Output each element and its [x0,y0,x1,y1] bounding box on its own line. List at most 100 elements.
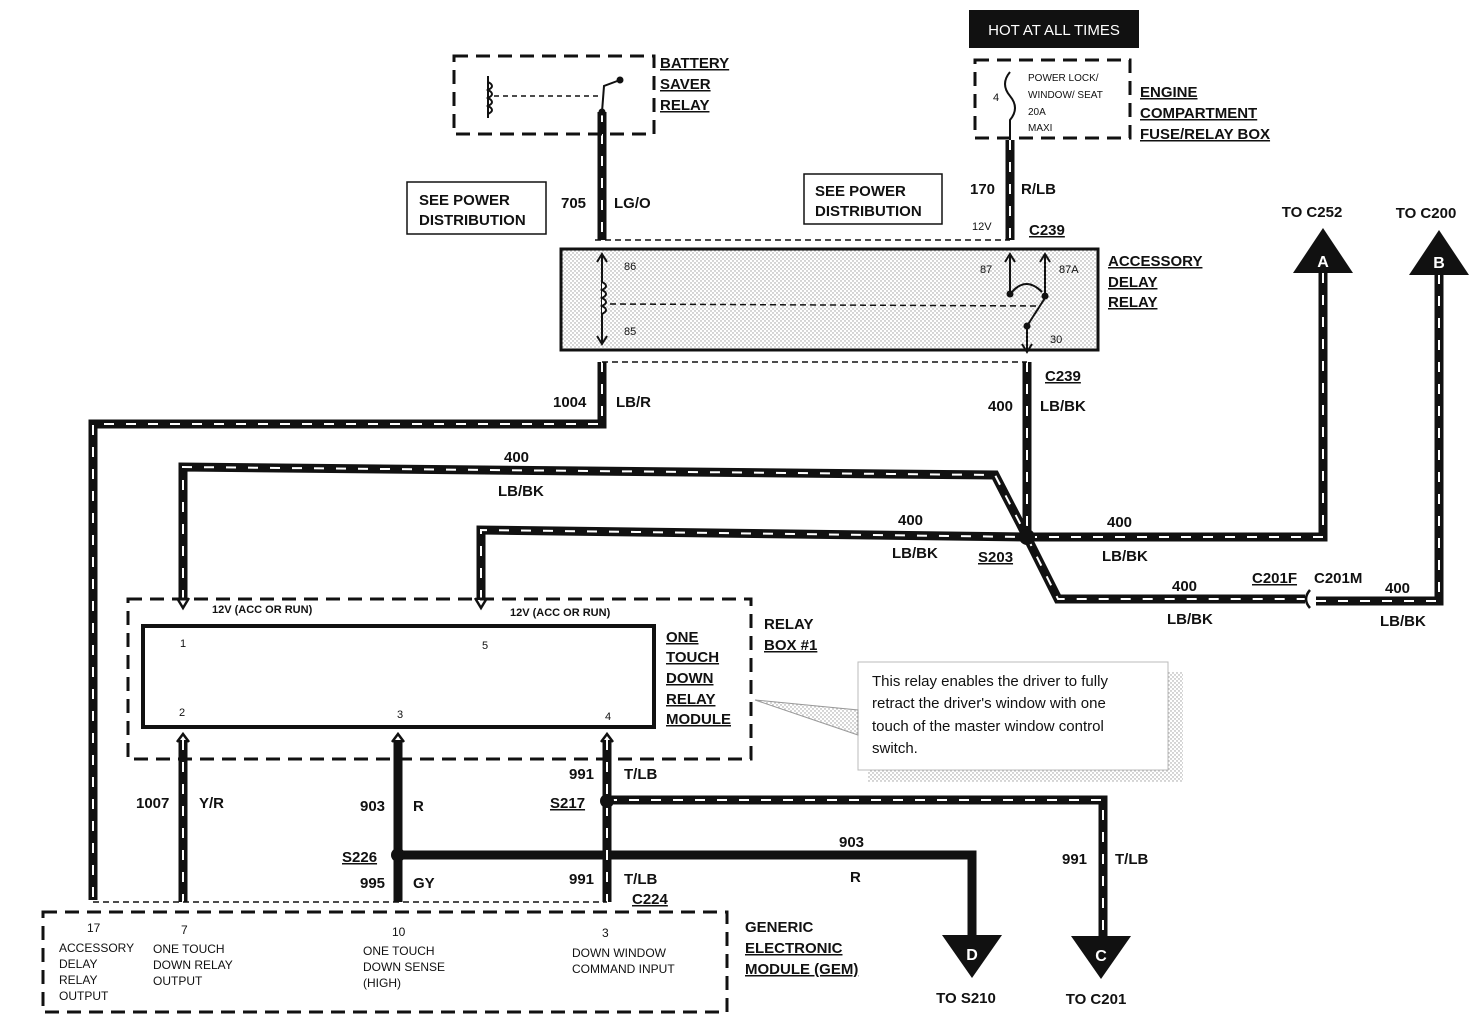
connector-c224-label: C224 [632,891,669,908]
module-label-1: ONE [666,629,699,646]
wire-400-top-circuit: 400 [504,449,529,466]
module-label-4: RELAY [666,691,715,708]
gem-pin-10-line-2: DOWN SENSE [363,960,445,974]
accessory-delay-relay: 86 85 87 87A 30 ACCESSORY DELAY RELAY [559,247,1202,354]
gem-pin-10-line-1: ONE TOUCH [363,944,435,958]
gem-pin-17-line-4: OUTPUT [59,989,109,1003]
hot-at-all-times-text: HOT AT ALL TIMES [988,22,1120,39]
battery-saver-relay: BATTERY SAVER RELAY [452,54,729,136]
hot-at-all-times-banner: HOT AT ALL TIMES [969,10,1139,48]
relay-pin-30: 30 [1050,334,1062,346]
relay-box-12v-right: 12V (ACC OR RUN) [510,607,611,619]
fuse-relay-box: 4 POWER LOCK/ WINDOW/ SEAT 20A MAXI ENGI… [973,58,1270,143]
wire-903-h-color: R [850,869,861,886]
splice-s226-dot [391,848,405,862]
wire-903-horizontal [398,850,977,935]
fuse-text-4: MAXI [1028,123,1052,134]
gem-label-2: ELECTRONIC [745,940,843,957]
wire-400-c200-circuit: 400 [1385,580,1410,597]
off-page-connector-d: D TO S210 [936,935,1002,1007]
off-page-connector-a: A TO C252 [1282,204,1353,273]
off-page-a-label: TO C252 [1282,204,1343,221]
connector-c239-top: C239 [1029,222,1065,239]
wire-170-color: R/LB [1021,181,1056,198]
splice-s203-label: S203 [978,549,1013,566]
off-page-connector-c: C TO C201 [1066,936,1131,1008]
off-page-connector-b: B TO C200 [1396,205,1469,275]
wire-400-mid-color: LB/BK [892,545,938,562]
wire-1007-color: Y/R [199,795,224,812]
fuse-box-label-3: FUSE/RELAY BOX [1140,126,1270,143]
wire-1004 [88,362,607,900]
see-power-distribution-right-1: SEE POWER [815,183,906,200]
wire-995-circuit: 995 [360,875,385,892]
connector-c201m-label: C201M [1314,570,1362,587]
module-pin-1: 1 [180,638,186,650]
splice-s217-dot [600,794,614,808]
splice-s203-dot [1019,529,1035,545]
wire-400-right [1027,268,1328,542]
fuse-text-3: 20A [1028,107,1046,118]
battery-saver-relay-label-3: RELAY [660,97,709,114]
fuse-text-1: POWER LOCK/ [1028,73,1099,84]
see-power-distribution-left-1: SEE POWER [419,192,510,209]
module-label-3: DOWN [666,670,714,687]
gem-pin-17-line-2: DELAY [59,957,97,971]
wire-400-c201f [1022,534,1305,604]
wire-991-right [607,795,1108,938]
splice-s217-label: S217 [550,795,585,812]
wire-991-right-color: T/LB [1115,851,1148,868]
connector-c201f-label: C201F [1252,570,1297,587]
relay-pin-87: 87 [980,264,992,276]
fuse-number: 4 [993,92,999,104]
wire-400-right-circuit: 400 [1107,514,1132,531]
gem-label-3: MODULE (GEM) [745,961,858,978]
module-pin-3: 3 [397,709,403,721]
wire-995-color: GY [413,875,435,892]
wire-400-top-color: LB/BK [498,483,544,500]
gem-pin-7-line-2: DOWN RELAY [153,958,233,972]
wire-170-circuit: 170 [970,181,995,198]
gem-pin-3-number: 3 [602,926,609,940]
off-page-a-letter: A [1317,254,1329,271]
off-page-c-label: TO C201 [1066,991,1127,1008]
off-page-d-letter: D [966,947,978,964]
note-line-1: This relay enables the driver to fully [872,673,1108,690]
accessory-delay-relay-label-2: DELAY [1108,274,1157,291]
see-power-distribution-right: SEE POWER DISTRIBUTION [803,173,943,225]
splice-s226-label: S226 [342,849,377,866]
gem-pin-17-line-1: ACCESSORY [59,941,134,955]
off-page-b-letter: B [1433,255,1445,272]
wire-1004-circuit: 1004 [553,394,587,411]
battery-saver-relay-label-2: SAVER [660,76,711,93]
gem-pin-3-line-2: COMMAND INPUT [572,962,675,976]
fuse-box-label-1: ENGINE [1140,84,1198,101]
relay-box-label-2: BOX #1 [764,637,817,654]
wire-400-relay-circuit: 400 [988,398,1013,415]
gem-pin-10-number: 10 [392,925,406,939]
gem-label-1: GENERIC [745,919,814,936]
voltage-12v: 12V [972,221,992,233]
relay-pin-87a: 87A [1059,264,1079,276]
note-line-3: touch of the master window control [872,718,1104,735]
gem-pin-7-line-3: OUTPUT [153,974,203,988]
gem-pin-17-line-3: RELAY [59,973,97,987]
wire-705-color: LG/O [614,195,651,212]
wire-400-top [178,462,1031,600]
module-label-2: TOUCH [666,649,719,666]
off-page-b-label: TO C200 [1396,205,1457,222]
relay-box-12v-left: 12V (ACC OR RUN) [212,604,313,616]
wire-1007-circuit: 1007 [136,795,169,812]
connector-c239-bottom: C239 [1045,368,1081,385]
note-line-4: switch. [872,740,918,757]
module-label-5: MODULE [666,711,731,728]
off-page-d-label: TO S210 [936,990,996,1007]
wire-991-top-circuit: 991 [569,766,594,783]
module-pin-4: 4 [605,711,611,723]
note-callout: This relay enables the driver to fully r… [754,661,1183,782]
wire-1004-color: LB/R [616,394,651,411]
gem-pin-10-line-3: (HIGH) [363,976,401,990]
wire-903-h-circuit: 903 [839,834,864,851]
wire-991-bottom-color: T/LB [624,871,657,888]
wire-400-mid [476,525,1028,600]
